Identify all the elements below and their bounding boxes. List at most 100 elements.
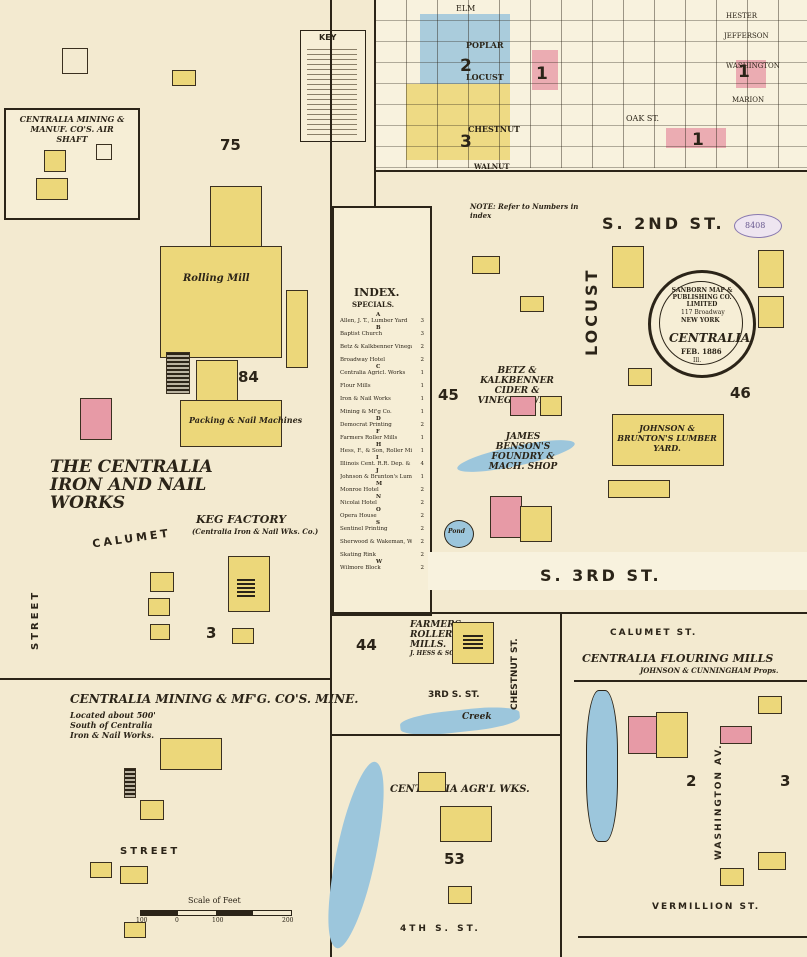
divider xyxy=(330,734,562,736)
index-name: Skating Rink xyxy=(340,552,376,558)
index-sheet: 2 xyxy=(420,526,425,532)
divider xyxy=(330,0,332,957)
divider xyxy=(574,680,807,682)
farmers-owner: J. HESS & SON Prop. xyxy=(410,650,481,657)
divider xyxy=(560,614,562,957)
building xyxy=(758,296,784,328)
building xyxy=(758,852,786,870)
index-letter: C xyxy=(376,364,381,370)
divider xyxy=(374,170,376,206)
street-oak: OAK ST. xyxy=(626,114,660,123)
building xyxy=(628,368,652,386)
brick-mill xyxy=(628,716,658,754)
index-name: Allen, J. T., Lumber Yard xyxy=(340,318,408,324)
street-washington-top: WASHINGTON xyxy=(726,62,780,70)
index-sheet: 3 xyxy=(420,331,425,337)
divider xyxy=(578,936,807,938)
block-number: 75 xyxy=(220,136,241,154)
scale-tick: 200 xyxy=(282,917,294,924)
index-letter: O xyxy=(376,507,381,513)
library-stamp: 8408 xyxy=(734,214,782,238)
index-sheet: 1 xyxy=(420,474,425,480)
building xyxy=(96,144,112,160)
creek-vertical xyxy=(313,757,399,953)
scale-tick: 0 xyxy=(175,917,179,924)
index-sheet: 2 xyxy=(420,487,425,493)
packing-building: Packing & Nail Machines xyxy=(180,400,302,447)
brick-building xyxy=(80,398,112,440)
building xyxy=(656,712,688,758)
seal-inner-ring xyxy=(659,281,743,365)
street-locust-top: LOCUST xyxy=(466,72,504,82)
building xyxy=(448,886,472,904)
building xyxy=(150,572,174,592)
street-locust: LOCUST xyxy=(582,267,601,356)
block-number: 84 xyxy=(238,368,259,386)
index-letter: B xyxy=(376,325,381,331)
building xyxy=(44,150,66,172)
seal-arc-text: SANBORN MAP & PUBLISHING CO. LIMITED xyxy=(671,287,733,308)
street-calumet: CALUMET xyxy=(91,526,172,551)
seal-address: 117 Broadway xyxy=(681,309,725,316)
brick-area xyxy=(532,50,558,90)
note-text: NOTE: Refer to Numbers in index xyxy=(470,202,579,220)
building xyxy=(210,186,262,248)
street-3rd-small: 3RD S. ST. xyxy=(428,690,480,700)
street-street: STREET xyxy=(30,589,41,650)
rolling-mill-building: Rolling Mill xyxy=(160,246,282,358)
street-elm: ELM xyxy=(456,4,476,13)
index-name: Nicolai Hotel xyxy=(340,500,377,506)
town-key-map: 2 1 3 1 1 ELM POPLAR LOCUST CHESTNUT WAL… xyxy=(374,0,807,172)
key-number: 3 xyxy=(460,132,472,152)
building xyxy=(520,506,552,542)
street-walnut: WALNUT xyxy=(474,162,510,171)
index-letter: A xyxy=(376,312,381,318)
block-number: 3 xyxy=(206,624,217,642)
index-sheet: 2 xyxy=(420,513,425,519)
index-name: Iron & Nail Works xyxy=(340,396,391,402)
street-poplar: POPLAR xyxy=(466,40,504,50)
street-vermillion: VERMILLION ST. xyxy=(652,902,761,912)
machinery xyxy=(463,635,483,651)
pond xyxy=(586,690,618,842)
street-washington: WASHINGTON AV. xyxy=(714,743,724,860)
packing-label: Packing & Nail Machines xyxy=(189,415,303,425)
index-letter: F xyxy=(376,429,380,435)
ward-2-area xyxy=(420,14,510,84)
block-number: 46 xyxy=(730,384,751,402)
street-4th: 4TH S. ST. xyxy=(400,924,481,934)
building xyxy=(758,250,784,288)
index-letter: I xyxy=(376,455,379,461)
ward-3-area xyxy=(406,84,510,160)
index-letter: J xyxy=(376,468,379,474)
index-sheet: 2 xyxy=(420,422,425,428)
street-calumet-st: CALUMET ST. xyxy=(610,628,698,638)
index-entry: Sherwood & Wakeman, Wagon Shop2 xyxy=(340,533,424,546)
building xyxy=(758,696,782,714)
index-name: Democrat Printing xyxy=(340,422,392,428)
road-s3rd xyxy=(428,552,807,590)
building xyxy=(172,70,196,86)
building xyxy=(608,480,670,498)
iron-works-label: THE CENTRALIA IRON AND NAIL WORKS xyxy=(50,457,213,513)
index-name: Betz & Kalkbenner Vinegar Wks. xyxy=(340,344,412,350)
index-name: Johnson & Brunton's Lumb. Yd. xyxy=(340,474,412,480)
building xyxy=(286,290,308,368)
building xyxy=(612,246,644,288)
building xyxy=(36,178,68,200)
street-s3rd: S. 3RD ST. xyxy=(540,566,662,585)
block-number: 44 xyxy=(356,636,377,654)
sanborn-seal: SANBORN MAP & PUBLISHING CO. LIMITED 117… xyxy=(648,270,756,378)
index-name: Illinois Cent. R.R. Dep. & Shops xyxy=(340,461,412,467)
mine-title: CENTRALIA MINING & MF'G. CO'S. MINE. xyxy=(70,692,359,706)
flouring-mills-label: CENTRALIA FLOURING MILLS xyxy=(582,652,774,665)
index-sheet: 2 xyxy=(420,565,425,571)
